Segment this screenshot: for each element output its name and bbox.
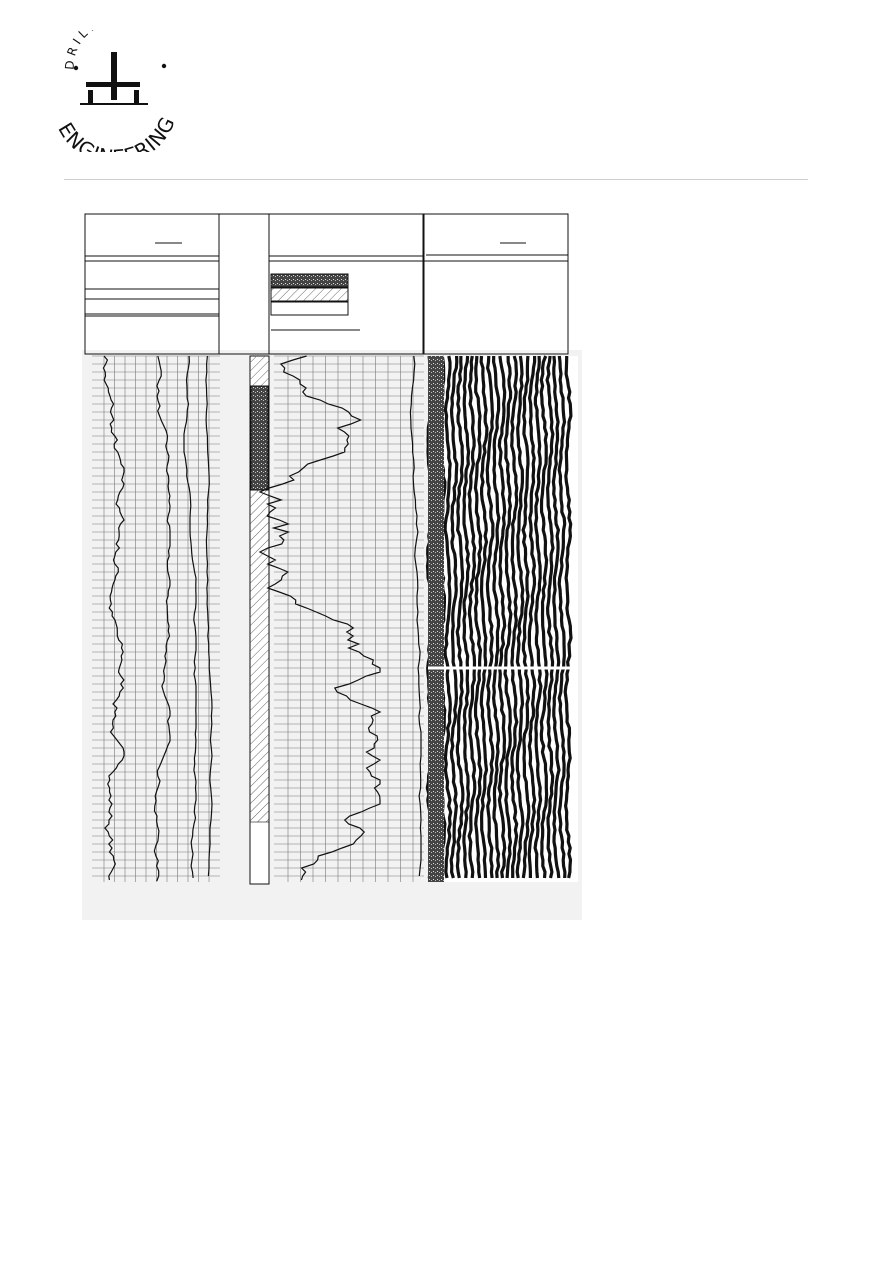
drilling-engineering-logo: DRILLING ENGINEERING [52,11,182,169]
track-4-variable-density [425,355,578,882]
well-log-figure [80,210,585,922]
curve-track1-c [183,355,197,879]
rig-icon [80,52,148,105]
header-divider [64,179,808,180]
curve-gamma-ray [102,355,125,881]
logo-text-top: DRILLING [63,11,132,70]
svg-text:ENGINEERING: ENGINEERING [53,112,180,152]
curve-track3-b [409,355,422,877]
log-header [84,213,569,355]
well-log-chart [80,210,585,922]
curve-track1-b [153,355,171,882]
log-curves [102,355,422,882]
track-1-grid [92,355,220,882]
logo-text-bottom: ENGINEERING [53,112,179,169]
lithology-legend [270,273,349,316]
track-3-grid [274,355,424,882]
curve-track3-a [258,355,382,881]
curve-track1-d [205,355,213,877]
svg-text:DRILLING: DRILLING [63,30,136,70]
lithology-column [249,355,270,885]
